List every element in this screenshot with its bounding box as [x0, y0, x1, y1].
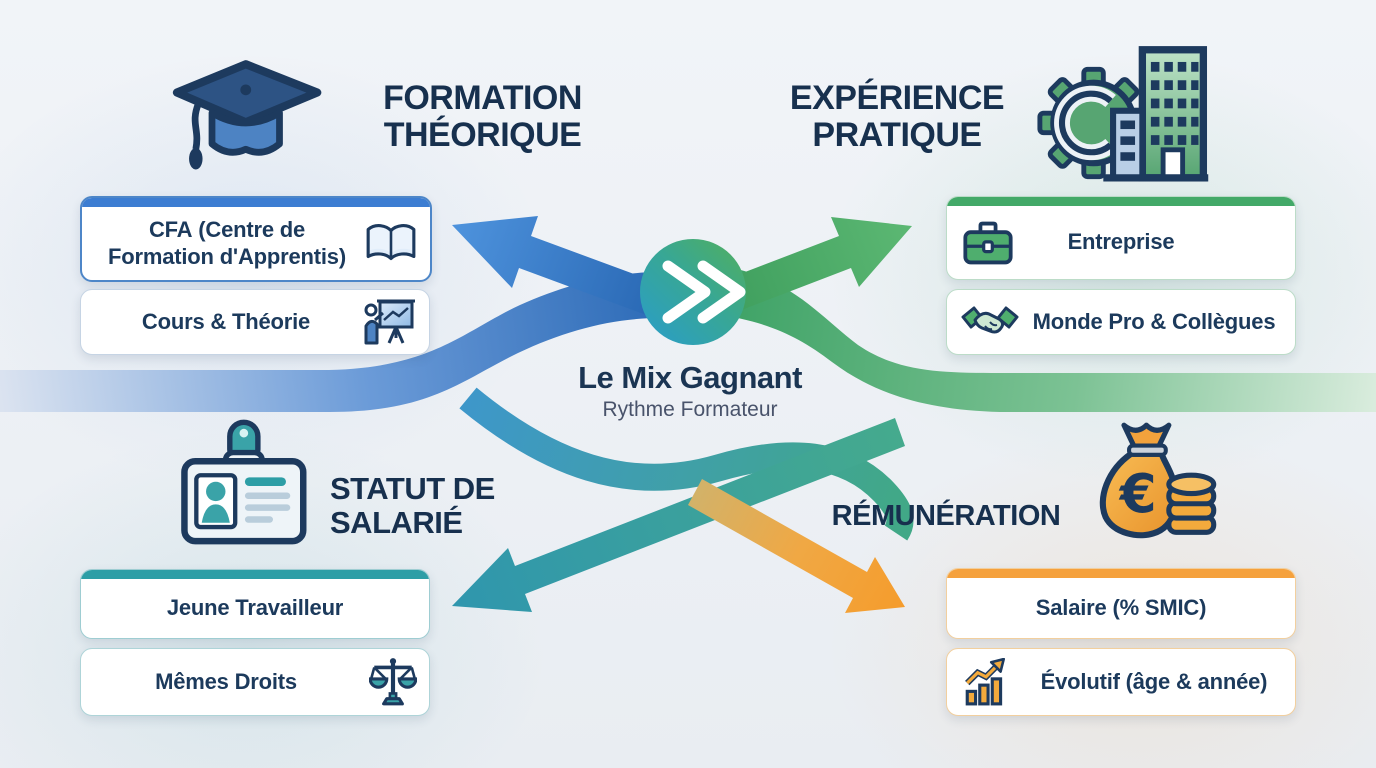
- card-entreprise-label: Entreprise: [947, 206, 1295, 279]
- card-salaire-label: Salaire (% SMIC): [947, 578, 1295, 638]
- remuneration-title-text: RÉMUNÉRATION: [831, 500, 1061, 532]
- experience-title-line2: PRATIQUE: [812, 116, 982, 154]
- statut-salarie-title: STATUT DE SALARIÉ: [330, 472, 520, 540]
- card-salaire: Salaire (% SMIC): [946, 568, 1296, 639]
- card-salaire-label-text: Salaire (% SMIC): [1035, 594, 1207, 620]
- card-monde-pro-label: Monde Pro & Collègues: [947, 290, 1295, 354]
- card-cours-label: Cours & Théorie: [81, 290, 429, 354]
- blue-ribbon: [0, 272, 660, 412]
- formation-theorique-title: FORMATION THÉORIQUE: [345, 80, 620, 154]
- card-cfa-label: CFA (Centre de Formation d'Apprentis): [82, 207, 430, 280]
- formation-title-line2: THÉORIQUE: [383, 116, 582, 154]
- id-card-icon: [181, 419, 307, 545]
- card-evolutif-label: Évolutif (âge & année): [947, 649, 1295, 715]
- formation-title-line1: FORMATION: [383, 79, 582, 117]
- card-memes-droits-label: Mêmes Droits: [81, 649, 429, 715]
- card-monde-pro: Monde Pro & Collègues: [946, 289, 1296, 355]
- card-monde-pro-label-text: Monde Pro & Collègues: [1032, 308, 1276, 334]
- card-cfa-label-rest: (Centre de Formation d'Apprentis): [108, 217, 346, 269]
- card-cours-label-text: Cours & Théorie: [141, 308, 311, 334]
- orange-arrow-down-right: [688, 479, 905, 613]
- open-book-icon: [366, 223, 416, 260]
- card-cfa: CFA (Centre de Formation d'Apprentis): [80, 196, 432, 282]
- center-subtitle: Rythme Formateur: [602, 398, 778, 421]
- graduation-cap-icon: [172, 60, 322, 170]
- card-memes-droits: Mêmes Droits: [80, 648, 430, 716]
- card-jeune-label-text: Jeune Travailleur: [166, 595, 344, 621]
- card-cfa-label-bold: CFA: [148, 217, 193, 243]
- money-bag-icon: €: [1099, 422, 1217, 539]
- green-arrow-up-right: [719, 217, 912, 314]
- double-chevron-right-icon: [662, 260, 746, 324]
- statut-title-line2: SALARIÉ: [330, 505, 463, 540]
- scales-icon: [369, 658, 417, 706]
- remuneration-title: RÉMUNÉRATION: [816, 500, 1076, 532]
- statut-title-line1: STATUT DE: [330, 471, 495, 506]
- card-salaire-accent-bar: [947, 569, 1295, 578]
- card-entreprise-label-text: Entreprise: [1067, 229, 1175, 255]
- card-jeune-accent-bar: [81, 570, 429, 579]
- svg-text:€: €: [1118, 463, 1157, 525]
- teal-arrow-down-left: [452, 418, 905, 612]
- card-cfa-accent-bar: [82, 198, 430, 207]
- briefcase-icon: [963, 221, 1013, 264]
- handshake-icon: [961, 306, 1019, 334]
- green-ribbon: [716, 266, 1376, 412]
- card-cours-theorie: Cours & Théorie: [80, 289, 430, 355]
- gear-building-icon: [1037, 46, 1209, 182]
- blue-arrow-up-left: [452, 216, 661, 316]
- card-entreprise: Entreprise: [946, 196, 1296, 280]
- growth-chart-icon: [965, 658, 1006, 706]
- experience-pratique-title: EXPÉRIENCE PRATIQUE: [762, 80, 1032, 154]
- card-entreprise-accent-bar: [947, 197, 1295, 206]
- teal-wave-ribbon: [459, 387, 914, 541]
- card-jeune-travailleur: Jeune Travailleur: [80, 569, 430, 639]
- experience-title-line1: EXPÉRIENCE: [789, 79, 1005, 117]
- card-memes-droits-label-text: Mêmes Droits: [155, 668, 297, 694]
- card-evolutif-label-text: Évolutif (âge & année): [1040, 668, 1268, 694]
- card-evolutif: Évolutif (âge & année): [946, 648, 1296, 716]
- center-title: Le Mix Gagnant: [578, 360, 802, 395]
- central-hub: [640, 239, 746, 345]
- presentation-board-icon: [364, 299, 415, 345]
- card-jeune-label: Jeune Travailleur: [81, 579, 429, 638]
